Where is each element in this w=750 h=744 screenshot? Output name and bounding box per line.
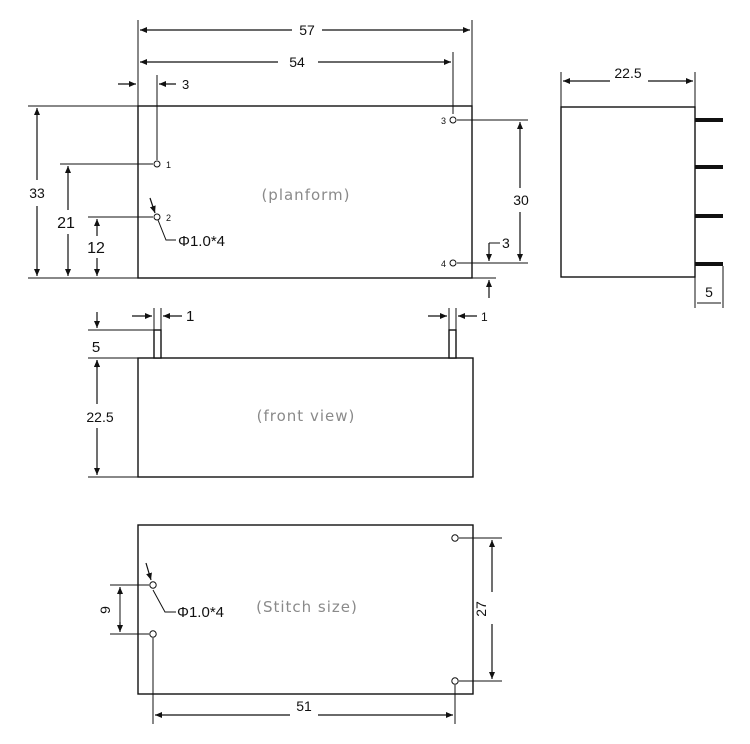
side-pin-4 [695, 262, 723, 266]
pin-3-label: 3 [441, 116, 446, 126]
pin-4-hole [449, 259, 457, 267]
front-pin-left [153, 329, 162, 359]
front-view-caption: (front view) [257, 407, 356, 425]
pin-1-hole [153, 160, 161, 168]
pin-4-label: 4 [441, 259, 446, 269]
front-pin-right [448, 329, 457, 359]
stitch-caption: (Stitch size) [256, 598, 358, 616]
side-pin-3 [695, 214, 723, 218]
dim-21-label: 21 [57, 215, 75, 232]
planform-outline [137, 105, 473, 279]
stitch-outline [137, 524, 474, 695]
dim-57-label: 57 [299, 22, 315, 38]
dim-33-label: 33 [29, 185, 45, 201]
side-dim-5-label: 5 [705, 284, 713, 300]
dim-3-top-label: 3 [182, 77, 189, 92]
stitch-hole-leader-arrow [145, 562, 152, 581]
side-view-outline [560, 106, 696, 278]
stitch-dim-27-label: 27 [473, 601, 489, 617]
pin-1-label: 1 [166, 160, 171, 170]
front-dim-5-label: 5 [92, 339, 100, 356]
stitch-hole-1 [149, 581, 157, 589]
stitch-dim-9-label: 9 [97, 606, 113, 614]
planform-caption: (planform) [261, 186, 350, 204]
pin-2-hole [153, 213, 161, 221]
side-view: 22.5 5 [560, 65, 724, 308]
front-dim-1-left-label: 1 [186, 308, 194, 325]
dim-30-label: 30 [513, 192, 529, 208]
hole-leader-arrow [149, 197, 156, 214]
dim-3-right-label: 3 [502, 235, 510, 251]
pin-2-label: 2 [166, 213, 171, 223]
side-pin-1 [695, 118, 723, 122]
front-dim-1-right-label: 1 [481, 310, 488, 324]
side-dim-22-5-label: 22.5 [614, 65, 641, 81]
stitch-hole-2 [149, 630, 157, 638]
dim-54-label: 54 [289, 54, 305, 70]
dim-12-label: 12 [87, 240, 105, 257]
front-view: (front view) 1 1 5 22.5 [86, 308, 488, 478]
front-view-outline [137, 357, 474, 478]
side-pin-2 [695, 165, 723, 169]
hole-note-stitch: Φ1.0*4 [177, 604, 224, 621]
front-dim-22-5-label: 22.5 [86, 409, 113, 425]
planform-view: 1 2 3 4 (planform) 57 54 3 33 21 [28, 20, 529, 298]
hole-note-planform: Φ1.0*4 [178, 233, 225, 250]
pin-3-hole [449, 116, 457, 124]
stitch-hole-3 [451, 534, 459, 542]
stitch-size-view: (Stitch size) Φ1.0*4 9 27 51 [97, 524, 502, 724]
stitch-hole-4 [451, 677, 459, 685]
stitch-dim-51-label: 51 [296, 698, 312, 714]
